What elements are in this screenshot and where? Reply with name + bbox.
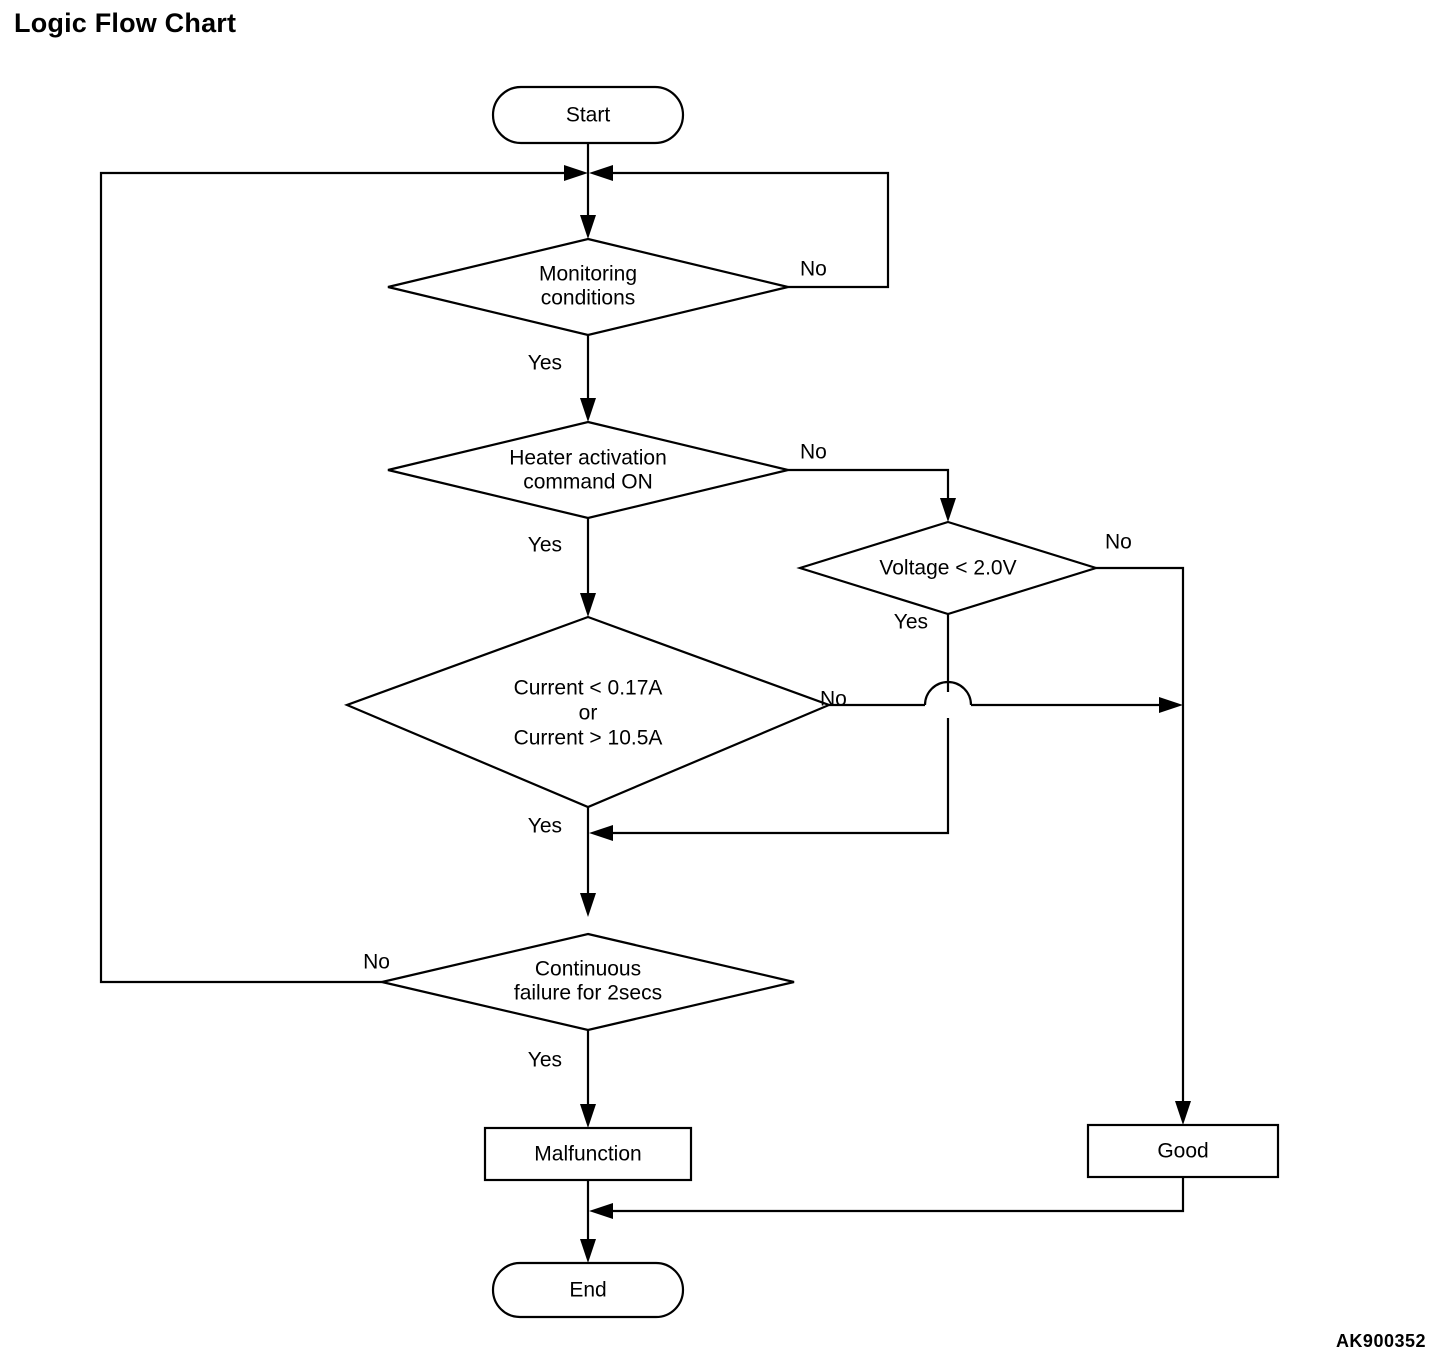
arrowhead-into-good	[1175, 1101, 1191, 1125]
node-continuous-failure[interactable]: Continuous failure for 2secs	[381, 932, 795, 1032]
good-box-shape	[1086, 1123, 1280, 1179]
edge-good-to-end	[600, 1177, 1185, 1213]
arrowhead-current-no-join	[1159, 697, 1183, 713]
edge-heater-no	[788, 468, 950, 511]
node-start[interactable]: Start	[491, 85, 685, 145]
arrowhead-into-current	[580, 593, 596, 617]
start-label: Start	[566, 104, 611, 127]
malfunction-box-shape	[483, 1126, 693, 1182]
arrowhead-into-malfunction	[580, 1104, 596, 1128]
arrowhead-good-join	[589, 1203, 613, 1219]
good-label: Good	[1157, 1140, 1208, 1163]
node-monitoring-conditions[interactable]: Monitoring conditions	[387, 237, 789, 337]
edge-labels: No Yes No Yes No Yes No Yes No Yes	[363, 258, 1132, 1072]
edge-label-heater-yes: Yes	[528, 534, 562, 557]
figure-id-watermark: AK900352	[1335, 1331, 1426, 1351]
current-label-line3: Current > 10.5A	[514, 727, 663, 750]
edge-label-voltage-no: No	[1105, 531, 1132, 554]
edge-label-continuous-no: No	[363, 951, 390, 974]
node-current-check[interactable]: Current < 0.17A or Current > 10.5A	[343, 615, 833, 809]
continuous-label-line2: failure for 2secs	[514, 982, 662, 1005]
node-heater-activation[interactable]: Heater activation command ON	[387, 420, 789, 520]
node-end[interactable]: End	[491, 1261, 685, 1319]
node-good[interactable]: Good	[1086, 1123, 1280, 1179]
arrowhead-into-end	[580, 1239, 596, 1263]
start-terminator-shape	[491, 85, 685, 145]
arrowhead-into-continuous	[580, 893, 596, 917]
edge-voltage-yes-lower	[600, 718, 950, 835]
monitoring-label-line2: conditions	[541, 287, 636, 310]
arrowhead-into-voltage	[940, 498, 956, 522]
malfunction-label: Malfunction	[534, 1143, 641, 1166]
end-label: End	[569, 1279, 606, 1302]
end-terminator-shape	[491, 1261, 685, 1319]
edge-label-heater-no: No	[800, 441, 827, 464]
heater-label-line2: command ON	[523, 471, 653, 494]
edge-continuous-no-loop	[99, 171, 577, 984]
edge-monitoring-no-loop	[600, 171, 890, 289]
node-voltage-check[interactable]: Voltage < 2.0V	[796, 520, 1100, 616]
connectors	[99, 143, 1191, 1263]
monitoring-label-line1: Monitoring	[539, 263, 637, 286]
heater-decision-shape	[387, 420, 789, 520]
edge-label-current-no: No	[820, 688, 847, 711]
edge-label-monitoring-no: No	[800, 258, 827, 281]
page-title: Logic Flow Chart	[14, 8, 237, 38]
edge-label-continuous-yes: Yes	[528, 1049, 562, 1072]
edge-label-monitoring-yes: Yes	[528, 352, 562, 375]
edge-voltage-no	[1096, 566, 1185, 1114]
arrowhead-monitoring-no-loop	[589, 165, 613, 181]
continuous-decision-shape	[381, 932, 795, 1032]
arrowhead-into-heater	[580, 398, 596, 422]
current-decision-shape	[343, 615, 833, 809]
heater-label-line1: Heater activation	[509, 447, 667, 470]
arrowhead-voltage-yes-join	[589, 825, 613, 841]
edge-label-voltage-yes: Yes	[894, 611, 928, 634]
voltage-decision-shape	[796, 520, 1100, 616]
current-label-line1: Current < 0.17A	[514, 677, 663, 700]
monitoring-decision-shape	[387, 237, 789, 337]
arrowhead-continuous-no-loop	[564, 165, 588, 181]
node-malfunction[interactable]: Malfunction	[483, 1126, 693, 1182]
edge-label-current-yes: Yes	[528, 815, 562, 838]
arrowhead-into-monitoring	[580, 215, 596, 239]
current-label-line2: or	[579, 702, 598, 725]
edge-current-no-bridge	[923, 680, 973, 706]
continuous-label-line1: Continuous	[535, 958, 641, 981]
voltage-label: Voltage < 2.0V	[879, 557, 1016, 580]
